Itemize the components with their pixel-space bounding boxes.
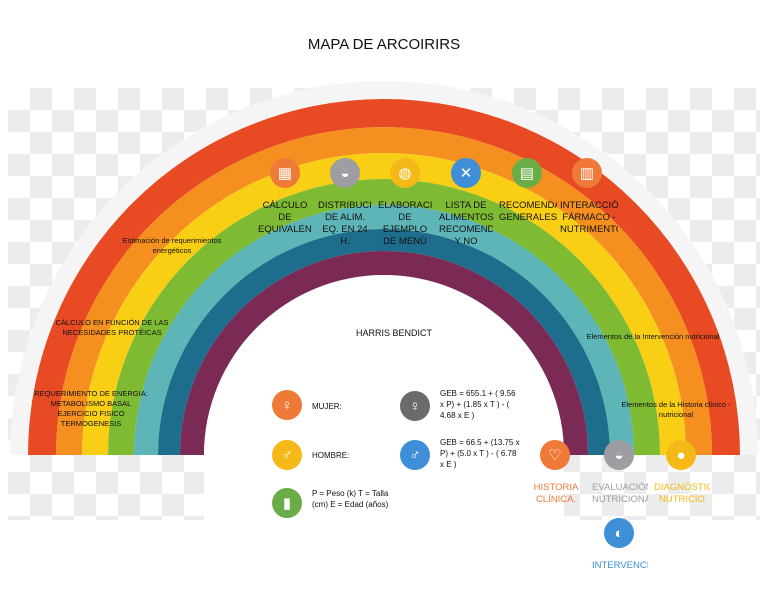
list-icon: ▤ bbox=[512, 158, 542, 188]
top-label-interaccion: INTERACCIÓN FÁRMACO - NUTRIMENTO bbox=[560, 200, 618, 235]
top-label-recomendaciones: RECOMENDACIONES GENERALES bbox=[499, 200, 557, 223]
female-icon: ♀ bbox=[272, 390, 302, 420]
bowl-icon: ◒ bbox=[330, 158, 360, 188]
male-user-icon: ♂ bbox=[272, 440, 302, 470]
variables-legend: P = Peso (k) T = Talla (cm) E = Edad (añ… bbox=[312, 489, 389, 509]
top-label-lista: LISTA DE ALIMENTOS RECOMENDADOS Y NO bbox=[439, 200, 493, 247]
top-label-elaboracion: ELABORACIÓN DE EJEMPLO DE MENÚ bbox=[378, 200, 432, 247]
note-calculo-proteico: CÁLCULO EN FUNCIÓN DE LAS NECESIDADES PR… bbox=[55, 318, 169, 337]
top-label-calculo: CÁLCULO DE EQUIVALENTES bbox=[258, 200, 312, 235]
woman-figure-icon: ♀ bbox=[400, 391, 430, 421]
mujer-label: MUJER: bbox=[312, 402, 342, 411]
bowl-icon: ◒ bbox=[604, 440, 634, 470]
label-historia-clinica: HISTORIA CLÍNICA. bbox=[533, 482, 579, 505]
calculator-icon: ▦ bbox=[270, 158, 300, 188]
treatment-icon: ◐ bbox=[604, 518, 634, 548]
hombre-label: HOMBRE: bbox=[312, 451, 350, 460]
label-evaluacion: EVALUACIÓN NUTRICIONAL bbox=[592, 482, 648, 505]
stethoscope-icon: ♡ bbox=[540, 440, 570, 470]
formula-mujer: GEB = 655.1 + ( 9.56 x P) + (1.85 x T ) … bbox=[440, 389, 516, 420]
page-title: MAPA DE ARCOIRIRS bbox=[307, 36, 461, 53]
note-estimacion: Estimación de requerimientos energéticos bbox=[122, 236, 222, 255]
person-icon: ● bbox=[666, 440, 696, 470]
note-historia: Elementos de la Historia clínico - nutri… bbox=[621, 400, 731, 419]
label-intervencion: INTERVENCIÓN bbox=[592, 560, 648, 571]
label-diagnostico: DIAGNÓSTICO NUTRICIO bbox=[654, 482, 710, 505]
plate-icon: ◍ bbox=[390, 158, 420, 188]
rainbow-band-purple bbox=[180, 251, 588, 455]
shirt-icon: ▮ bbox=[272, 488, 302, 518]
formula-hombre: GEB = 66.5 + (13.75 x P) + (5.0 x T ) - … bbox=[440, 438, 520, 469]
harris-heading: HARRIS BENDICT bbox=[356, 328, 433, 338]
note-requerimiento: REQUERIMIENTO DE ENERGIA: METABOLISMO BA… bbox=[34, 389, 148, 428]
cutlery-icon: ✕ bbox=[451, 158, 481, 188]
pill-bottle-icon: ▥ bbox=[572, 158, 602, 188]
note-intervencion: Elementos de la Intervención nutricional bbox=[586, 332, 720, 341]
man-figure-icon: ♂ bbox=[400, 440, 430, 470]
top-label-distribucion: DISTRIBUCIÓN DE ALIM. EQ. EN 24 H. bbox=[318, 200, 372, 247]
